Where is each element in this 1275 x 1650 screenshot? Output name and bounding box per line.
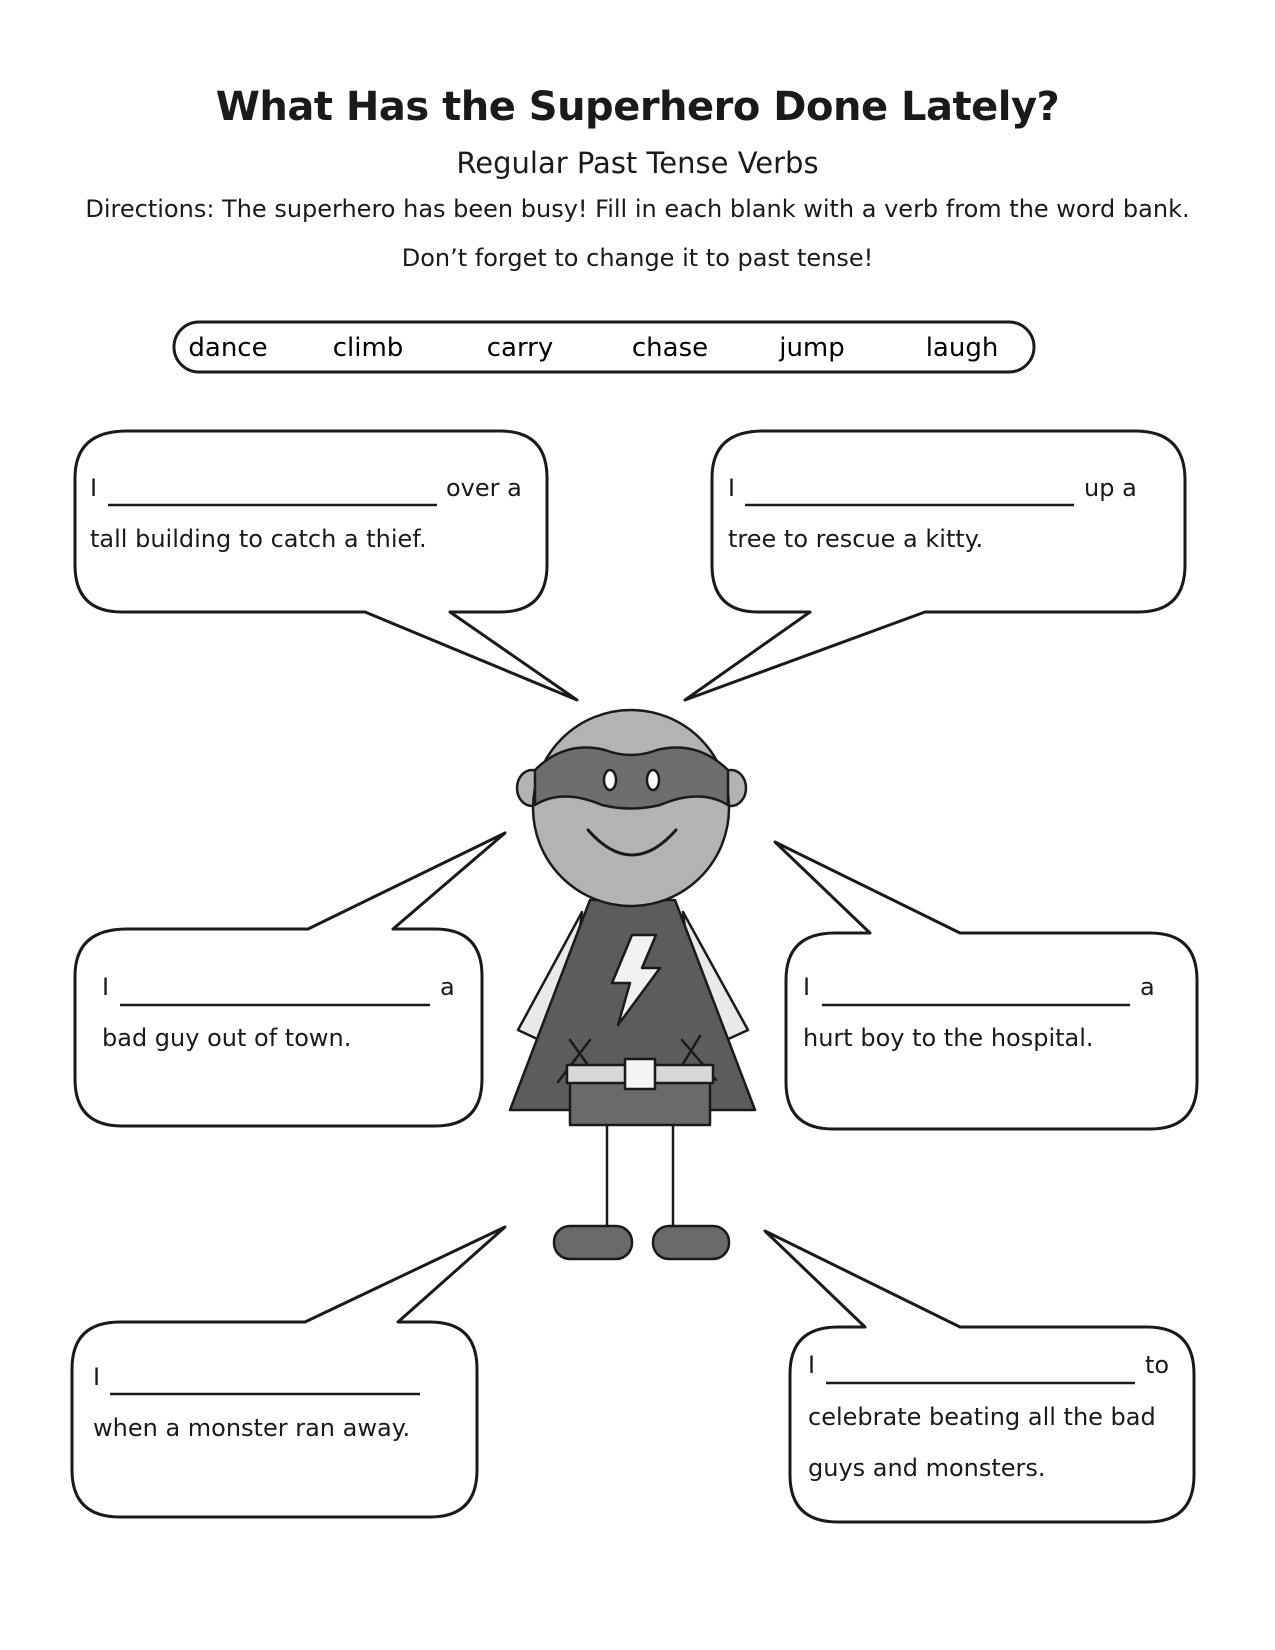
bubble-text-after-blank: up a (1084, 474, 1137, 502)
speech-bubble-2: I up a tree to rescue a kitty. (728, 474, 1137, 553)
bubble-text-start: I (93, 1363, 100, 1391)
page-title: What Has the Superhero Done Lately? (215, 84, 1060, 130)
mask (533, 746, 730, 810)
right-eye (645, 768, 661, 792)
word-bank-word: dance (188, 333, 267, 363)
bubble-text-after-blank: to (1145, 1351, 1169, 1379)
lightning-bolt-icon (610, 933, 662, 1027)
bubble-text-after-blank: a (440, 973, 455, 1001)
bubble-text-start: I (803, 973, 810, 1001)
directions-line-2: Don’t forget to change it to past tense! (401, 244, 874, 272)
bubble-text-line: when a monster ran away. (93, 1414, 410, 1442)
word-bank-word: carry (487, 333, 554, 363)
speech-bubble-6: I to celebrate beating all the bad guys … (808, 1351, 1169, 1482)
left-eye (602, 768, 618, 792)
speech-bubble-5-shape (70, 1225, 507, 1519)
word-bank-box (172, 320, 1036, 374)
bubble-text-after-blank: a (1140, 973, 1155, 1001)
bubble-text-start: I (90, 474, 97, 502)
speech-bubble-2-shape (683, 429, 1187, 702)
bubble-text-line: bad guy out of town. (102, 1024, 351, 1052)
speech-bubble-1-shape (73, 429, 579, 702)
left-shoe (552, 1224, 634, 1261)
speech-bubble-4-shape (773, 840, 1199, 1131)
bubble-text-line: tree to rescue a kitty. (728, 525, 983, 553)
belt-buckle (623, 1057, 657, 1091)
speech-bubble-3: I a bad guy out of town. (102, 973, 455, 1052)
speech-bubble-5: I when a monster ran away. (93, 1363, 420, 1442)
smile (586, 828, 678, 857)
bubble-text-after-blank: over a (446, 474, 522, 502)
bubble-text-start: I (808, 1351, 815, 1379)
bubble-text-line: tall building to catch a thief. (90, 525, 427, 553)
word-bank-word: chase (632, 333, 708, 363)
speech-bubble-4: I a hurt boy to the hospital. (803, 973, 1155, 1052)
bubble-text-line: hurt boy to the hospital. (803, 1024, 1094, 1052)
word-bank-word: climb (333, 333, 404, 363)
word-bank-word: laugh (926, 333, 999, 363)
bubble-text-start: I (102, 973, 109, 1001)
bubble-text-line: celebrate beating all the bad (808, 1403, 1156, 1431)
word-bank-word: jump (778, 333, 845, 363)
directions-line-1: Directions: The superhero has been busy!… (85, 195, 1190, 223)
bubble-text-line: guys and monsters. (808, 1454, 1046, 1482)
page-subtitle: Regular Past Tense Verbs (456, 146, 819, 180)
speech-bubble-3-shape (73, 831, 507, 1128)
superhero-figure (508, 708, 757, 1261)
right-shoe (651, 1224, 731, 1261)
bubble-text-start: I (728, 474, 735, 502)
left-arm (556, 1038, 592, 1084)
speech-bubble-1: I over a tall building to catch a thief. (90, 474, 522, 553)
speech-bubble-6-shape (763, 1229, 1196, 1524)
